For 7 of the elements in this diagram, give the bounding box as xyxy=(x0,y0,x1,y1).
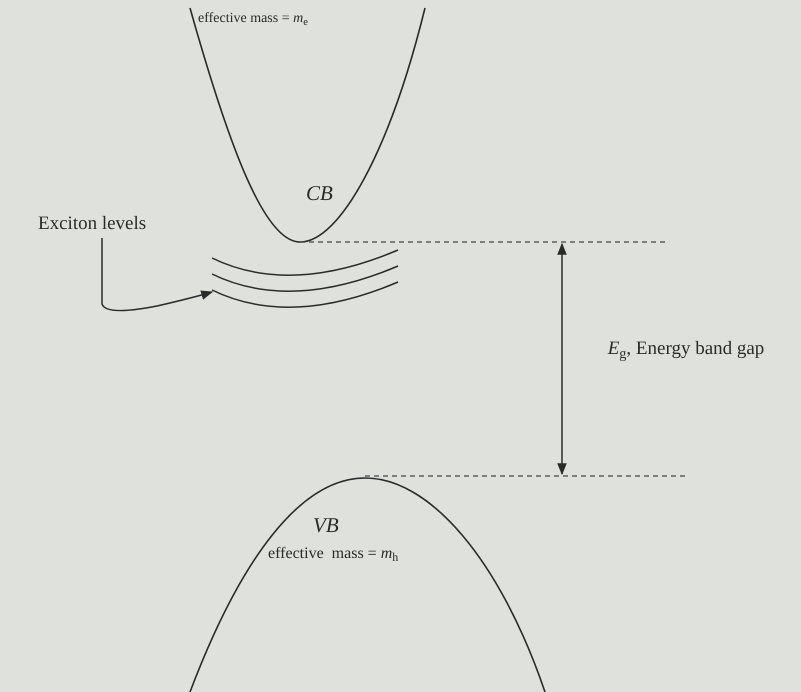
leader-arrow xyxy=(101,238,214,312)
text-label: effective mass = m$_{e}$ xyxy=(198,10,309,29)
text-label: VB xyxy=(313,512,340,539)
text-label: E$_{g}$, Energy band gap xyxy=(606,337,766,364)
text-label: CB xyxy=(306,180,334,207)
text-label: effective mass = m$_{h}$ xyxy=(268,544,400,566)
text-label: Exciton levels xyxy=(38,210,208,238)
